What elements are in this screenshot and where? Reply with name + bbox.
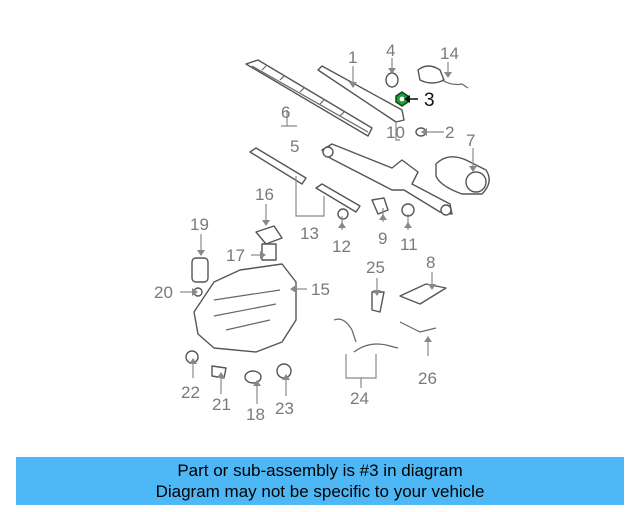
grommet-part-12 bbox=[337, 208, 349, 220]
label-part-18: 18 bbox=[246, 405, 265, 424]
banner-line-1: Part or sub-assembly is #3 in diagram bbox=[177, 461, 463, 480]
clip-part-9 bbox=[371, 197, 389, 215]
reservoir-cap bbox=[255, 225, 283, 261]
cap-part-4 bbox=[385, 72, 399, 88]
label-part-26: 26 bbox=[418, 369, 437, 388]
arrowheads bbox=[189, 68, 477, 386]
label-part-3: 3 bbox=[424, 90, 435, 111]
label-part-13: 13 bbox=[300, 224, 319, 243]
label-part-21: 21 bbox=[212, 395, 231, 414]
grommet-part-23 bbox=[276, 363, 292, 379]
label-part-10: 10 bbox=[386, 123, 405, 142]
parts-diagram: 1 4 14 3 6 10 2 7 5 16 19 13 9 12 11 17 … bbox=[154, 41, 490, 424]
label-part-1: 1 bbox=[348, 48, 357, 67]
label-part-25: 25 bbox=[366, 258, 385, 277]
label-part-7: 7 bbox=[466, 131, 475, 150]
label-part-24: 24 bbox=[350, 389, 369, 408]
wiper-linkage bbox=[321, 143, 453, 216]
label-part-11: 11 bbox=[400, 235, 418, 254]
label-part-20: 20 bbox=[154, 283, 173, 302]
wiper-blade bbox=[245, 59, 373, 137]
label-part-14: 14 bbox=[440, 44, 459, 63]
label-part-16: 16 bbox=[255, 185, 274, 204]
nozzle-part-14 bbox=[417, 65, 469, 89]
label-part-23: 23 bbox=[275, 399, 294, 418]
label-part-22: 22 bbox=[181, 383, 200, 402]
label-part-8: 8 bbox=[426, 253, 435, 272]
grommet-part-18 bbox=[244, 370, 262, 384]
label-part-9: 9 bbox=[378, 229, 387, 248]
link-rods bbox=[249, 147, 361, 213]
label-part-2: 2 bbox=[445, 123, 454, 142]
wiper-arm bbox=[317, 65, 405, 123]
label-part-19: 19 bbox=[190, 215, 209, 234]
banner-line-2: Diagram may not be specific to your vehi… bbox=[155, 482, 485, 501]
label-part-12: 12 bbox=[332, 237, 351, 256]
washer-hoses bbox=[333, 283, 447, 353]
label-part-6: 6 bbox=[281, 103, 290, 122]
label-part-15: 15 bbox=[311, 280, 330, 299]
wiper-motor bbox=[435, 156, 490, 195]
label-part-4: 4 bbox=[386, 41, 395, 60]
label-part-17: 17 bbox=[226, 246, 245, 265]
label-part-5: 5 bbox=[290, 137, 299, 156]
nut-part-3 bbox=[395, 91, 409, 107]
washer-reservoir bbox=[193, 263, 297, 353]
info-banner: Part or sub-assembly is #3 in diagram Di… bbox=[16, 457, 624, 505]
